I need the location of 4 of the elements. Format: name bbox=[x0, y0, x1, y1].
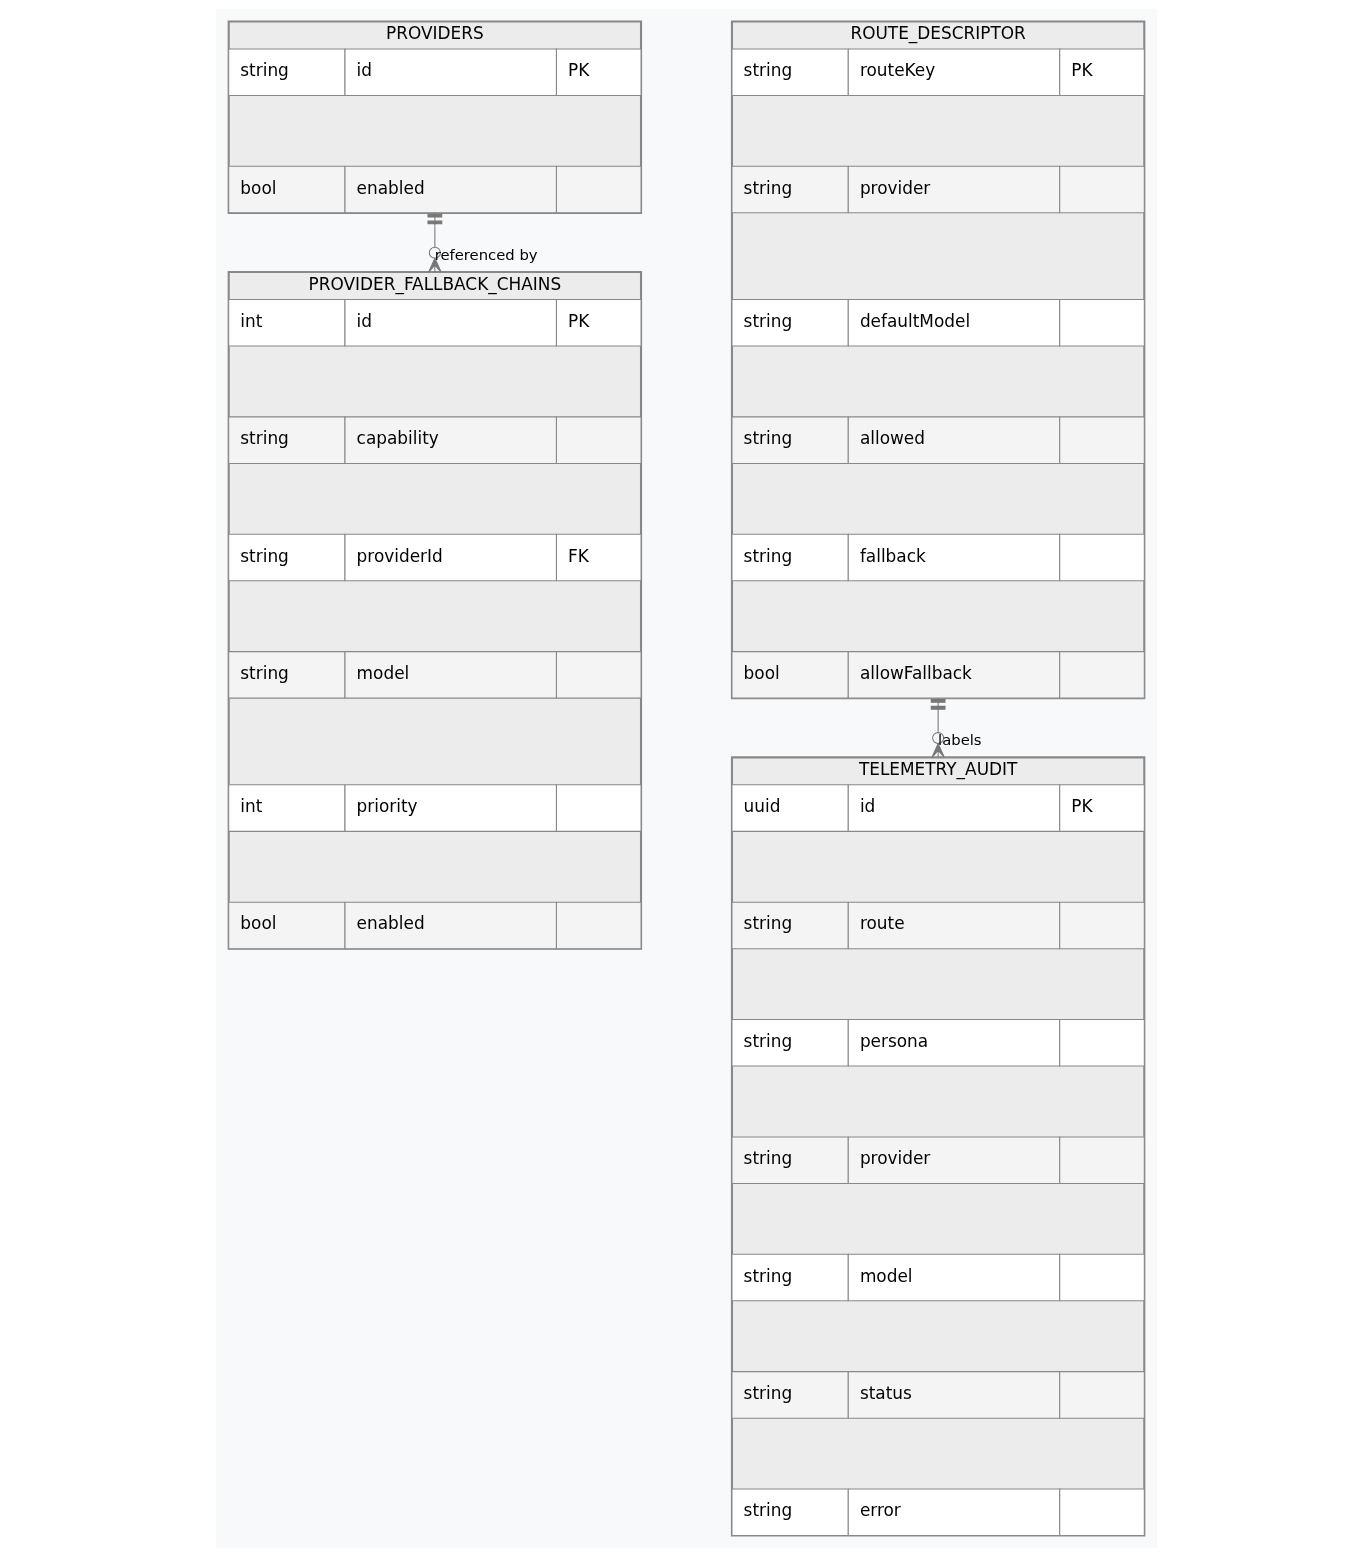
edge-label: labels bbox=[937, 730, 982, 748]
edge-label: referenced by bbox=[434, 245, 538, 263]
connector bbox=[426, 212, 442, 273]
connector bbox=[930, 697, 946, 758]
